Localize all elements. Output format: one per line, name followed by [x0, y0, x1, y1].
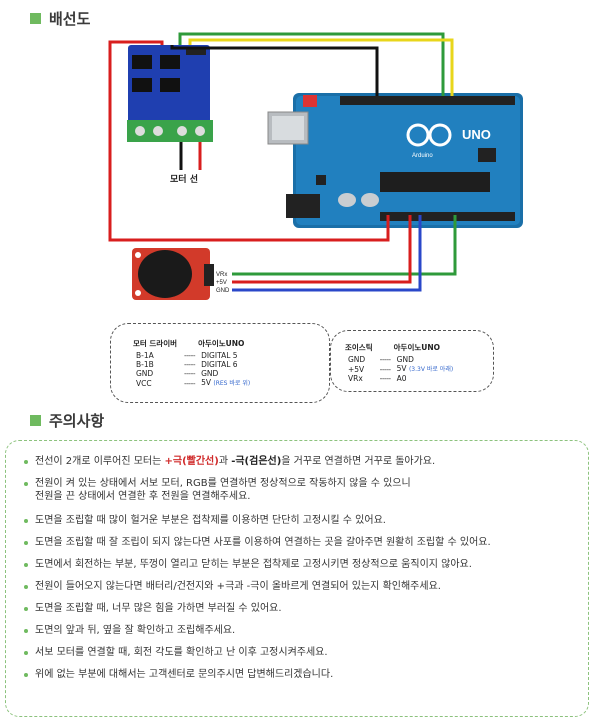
wiring-title: 배선도	[49, 10, 91, 28]
list-item: 전선이 2개로 이루어진 모터는 +극(빨간선)과 -극(검은선)을 거꾸로 연…	[24, 455, 578, 468]
joystick-pin-table: 조이스틱 아두이노UNO GND ----- GND +5V ----- 5V …	[330, 330, 494, 392]
table-row: B-1B ----- DIGITAL 6	[136, 360, 238, 369]
bullet-icon	[24, 629, 28, 633]
table-row: GND ----- GND	[136, 369, 219, 378]
joystick-table-col1: 조이스틱	[345, 343, 373, 352]
motor-wire-label: 모터 선	[170, 173, 198, 185]
joystick-table-col2: 아두이노UNO	[393, 343, 440, 352]
arduino-uno-board: UNO Arduino	[267, 93, 523, 228]
arduino-label: Arduino	[412, 153, 433, 159]
wire-lines	[108, 32, 457, 292]
green-square-icon	[30, 415, 41, 426]
bullet-icon	[24, 607, 28, 611]
minus-pole-text: -극(검은선)	[231, 456, 282, 467]
list-item: 서보 모터를 연결할 때, 회전 각도를 확인하고 난 이후 고정시켜주세요.	[24, 646, 578, 659]
list-item: 도면에서 회전하는 부분, 뚜껑이 열리고 닫히는 부분은 접착제로 고정시키면…	[24, 558, 578, 571]
table-row: VCC ----- 5V (RES 바로 위)	[136, 378, 251, 388]
motor-driver-module	[127, 45, 213, 142]
bullet-icon	[24, 585, 28, 589]
plus-pole-text: +극(빨간선)	[164, 456, 219, 467]
motor-driver-pin-table: 모터 드라이버 아두이노UNO B-1A ----- DIGITAL 5 B-1…	[110, 323, 330, 403]
list-item: 전원이 켜 있는 상태에서 서보 모터, RGB를 연결하면 정상적으로 작동하…	[24, 477, 578, 503]
wiring-diagram: UNO Arduino 모터 선 VRx +5V GND	[108, 32, 523, 300]
table-row: +5V ----- 5V (3.3V 바로 아래)	[348, 364, 454, 374]
table-row: B-1A ----- DIGITAL 5	[136, 351, 238, 360]
joystick-pin-vrx: VRx	[216, 272, 227, 278]
bullet-icon	[24, 563, 28, 567]
list-item: 도면의 앞과 뒤, 옆을 잘 확인하고 조립해주세요.	[24, 624, 578, 637]
wiring-section-title: 배선도	[30, 8, 90, 29]
table-row: GND ----- GND	[348, 355, 414, 364]
uno-label: UNO	[462, 127, 491, 142]
bullet-icon	[24, 460, 28, 464]
cautions-section-title: 주의사항	[30, 410, 104, 431]
bullet-icon	[24, 541, 28, 545]
motor-vcc-note: (RES 바로 위)	[213, 380, 251, 387]
list-item: 도면을 조립할 때 많이 헐거운 부분은 접착제를 이용하면 단단히 고정시킬 …	[24, 514, 578, 527]
cautions-box: 전선이 2개로 이루어진 모터는 +극(빨간선)과 -극(검은선)을 거꾸로 연…	[5, 440, 589, 717]
cautions-title: 주의사항	[49, 412, 105, 430]
list-item: 도면을 조립할 때, 너무 많은 힘을 가하면 부러질 수 있어요.	[24, 602, 578, 615]
green-square-icon	[30, 13, 41, 24]
motor-table-col2: 아두이노UNO	[198, 339, 245, 348]
bullet-icon	[24, 651, 28, 655]
bullet-icon	[24, 519, 28, 523]
table-row: VRx ----- A0	[348, 374, 407, 383]
list-item: 전원이 들어오지 않는다면 배터리/건전지와 +극과 -극이 올바르게 연결되어…	[24, 580, 578, 593]
bullet-icon	[24, 482, 28, 486]
list-item: 위에 없는 부분에 대해서는 고객센터로 문의주시면 답변해드리겠습니다.	[24, 668, 578, 681]
joystick-5v-note: (3.3V 바로 아래)	[408, 366, 454, 373]
joystick-pin-gnd: GND	[216, 288, 230, 294]
joystick-module	[132, 248, 214, 300]
joystick-pin-5v: +5V	[216, 280, 227, 286]
motor-table-col1: 모터 드라이버	[133, 339, 178, 348]
bullet-icon	[24, 673, 28, 677]
list-item: 도면을 조립할 때 잘 조립이 되지 않는다면 사포를 이용하여 연결하는 곳을…	[24, 536, 578, 549]
